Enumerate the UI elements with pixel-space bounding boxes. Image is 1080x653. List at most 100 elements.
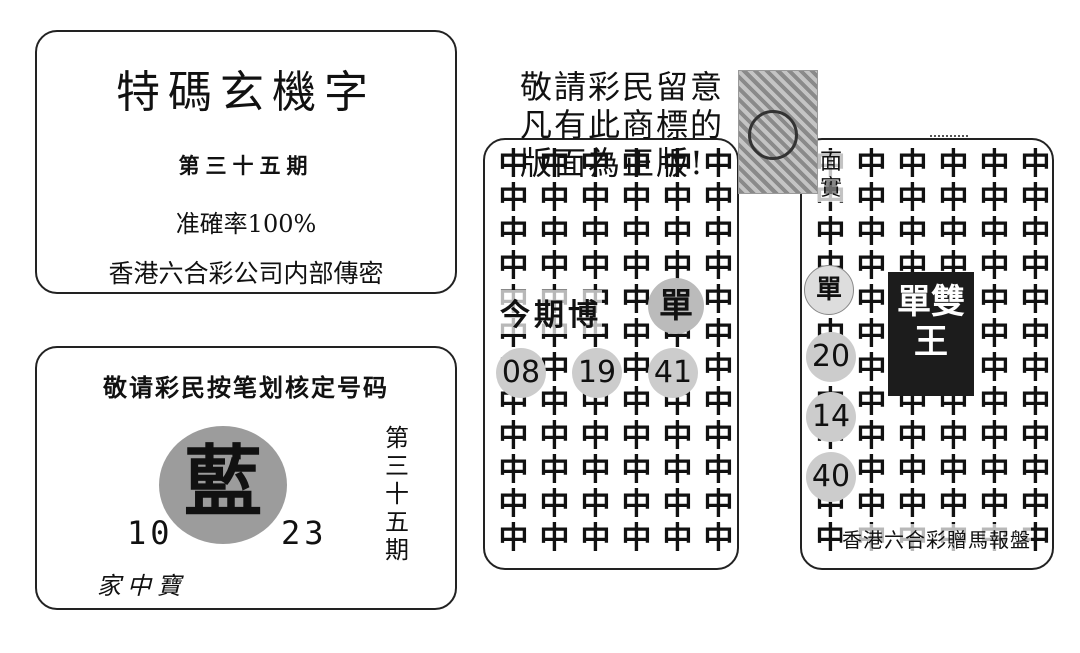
pattern-char: 中 bbox=[856, 181, 887, 216]
pattern-char: 中 bbox=[1020, 487, 1051, 522]
pattern-char: 中 bbox=[498, 147, 529, 182]
accuracy-label: 准確率100% bbox=[175, 210, 317, 238]
pattern-char: 中 bbox=[815, 521, 846, 556]
number-ball: 14 bbox=[806, 392, 856, 442]
pattern-char: 中 bbox=[703, 419, 734, 454]
pattern-char: 中 bbox=[580, 215, 611, 250]
pattern-char: 中 bbox=[979, 181, 1010, 216]
pattern-char: 中 bbox=[938, 419, 969, 454]
notice-line: 敬請彩民留意 bbox=[520, 68, 725, 106]
number-ball: 20 bbox=[806, 332, 856, 382]
pattern-char: 中 bbox=[703, 453, 734, 488]
pattern-char: 中 bbox=[897, 487, 928, 522]
pattern-char: 中 bbox=[856, 453, 887, 488]
pattern-char: 中 bbox=[621, 147, 652, 182]
pattern-char: 中 bbox=[938, 181, 969, 216]
pattern-char: 中 bbox=[539, 487, 570, 522]
dotted-rule bbox=[930, 135, 968, 137]
pattern-char: 中 bbox=[662, 181, 693, 216]
pattern-char: 中 bbox=[539, 453, 570, 488]
title-card: 特碼玄機字 第三十五期 准確率100% 香港六合彩公司内部傳密 bbox=[35, 30, 457, 294]
pattern-char: 中 bbox=[897, 453, 928, 488]
pattern-char: 中 bbox=[856, 351, 887, 386]
pattern-char: 中 bbox=[938, 215, 969, 250]
pattern-char: 中 bbox=[498, 249, 529, 284]
pattern-char: 中 bbox=[662, 249, 693, 284]
pattern-char: 中 bbox=[580, 487, 611, 522]
issue-label: 第三十五期 bbox=[178, 153, 314, 178]
pattern-char: 中 bbox=[1020, 215, 1051, 250]
pattern-char: 中 bbox=[897, 419, 928, 454]
pattern-char: 中 bbox=[979, 283, 1010, 318]
pattern-char: 中 bbox=[621, 181, 652, 216]
vertical-issue: 第三十五期 bbox=[385, 424, 409, 564]
pattern-char: 中 bbox=[703, 249, 734, 284]
pattern-char: 中 bbox=[979, 351, 1010, 386]
pattern-char: 中 bbox=[938, 453, 969, 488]
pattern-char: 中 bbox=[1020, 249, 1051, 284]
pattern-char: 中 bbox=[621, 487, 652, 522]
headline: 今期博 bbox=[500, 290, 602, 334]
pattern-char: 中 bbox=[1020, 453, 1051, 488]
pattern-char: 中 bbox=[703, 283, 734, 318]
pattern-char: 中 bbox=[1020, 147, 1051, 182]
pattern-char: 中 bbox=[979, 487, 1010, 522]
center-character: 藍 bbox=[183, 437, 262, 528]
pattern-char: 中 bbox=[897, 215, 928, 250]
pattern-char: 中 bbox=[856, 419, 887, 454]
pattern-char: 中 bbox=[856, 487, 887, 522]
pattern-char: 中 bbox=[580, 249, 611, 284]
pattern-char: 中 bbox=[662, 419, 693, 454]
pattern-char: 中 bbox=[1020, 419, 1051, 454]
pattern-char: 中 bbox=[1020, 181, 1051, 216]
pattern-char: 中 bbox=[856, 215, 887, 250]
pattern-char: 中 bbox=[979, 249, 1010, 284]
pattern-char: 中 bbox=[703, 181, 734, 216]
pattern-char: 中 bbox=[938, 487, 969, 522]
number-right: 23 bbox=[281, 514, 328, 552]
pattern-char: 中 bbox=[621, 385, 652, 420]
pattern-char: 中 bbox=[979, 147, 1010, 182]
pattern-char: 中 bbox=[498, 419, 529, 454]
odd-even-box: 單雙王 bbox=[888, 272, 974, 396]
pattern-char: 中 bbox=[979, 317, 1010, 352]
pattern-char: 中 bbox=[1020, 317, 1051, 352]
dan-badge: 單 bbox=[804, 265, 854, 315]
pattern-char: 中 bbox=[662, 453, 693, 488]
pattern-char: 中 bbox=[662, 147, 693, 182]
pattern-char: 中 bbox=[856, 385, 887, 420]
pattern-char: 中 bbox=[621, 351, 652, 386]
pattern-char: 中 bbox=[539, 181, 570, 216]
pattern-char: 中 bbox=[662, 487, 693, 522]
pattern-char: 中 bbox=[703, 351, 734, 386]
pattern-char: 中 bbox=[897, 181, 928, 216]
pattern-char: 中 bbox=[539, 249, 570, 284]
card-title: 特碼玄機字 bbox=[116, 67, 376, 118]
signature: 家中寶 bbox=[97, 572, 187, 600]
pattern-char: 中 bbox=[979, 215, 1010, 250]
number-ball: 40 bbox=[806, 452, 856, 502]
pattern-char: 中 bbox=[498, 181, 529, 216]
pattern-char: 中 bbox=[703, 487, 734, 522]
wheel-icon bbox=[748, 110, 798, 160]
pattern-char: 中 bbox=[580, 521, 611, 556]
pattern-char: 中 bbox=[979, 453, 1010, 488]
company-label: 香港六合彩公司内部傳密 bbox=[108, 259, 384, 288]
dan-badge: 單 bbox=[648, 278, 704, 334]
pattern-char: 中 bbox=[621, 521, 652, 556]
pattern-char: 中 bbox=[498, 453, 529, 488]
board-footer: 香港六合彩贈馬報盤 bbox=[842, 524, 1031, 553]
number-ball: 08 bbox=[496, 348, 546, 398]
pattern-char: 中 bbox=[1020, 283, 1051, 318]
number-left: 10 bbox=[127, 514, 174, 552]
pattern-char: 中 bbox=[979, 385, 1010, 420]
pattern-char: 中 bbox=[979, 419, 1010, 454]
pattern-char: 中 bbox=[662, 521, 693, 556]
notice-line: 版面為正版! bbox=[520, 144, 705, 182]
pattern-char: 中 bbox=[621, 317, 652, 352]
highlight-circle bbox=[159, 426, 287, 544]
number-ball: 41 bbox=[648, 348, 698, 398]
pattern-char: 中 bbox=[856, 147, 887, 182]
pattern-char: 中 bbox=[703, 385, 734, 420]
pattern-char: 中 bbox=[938, 147, 969, 182]
